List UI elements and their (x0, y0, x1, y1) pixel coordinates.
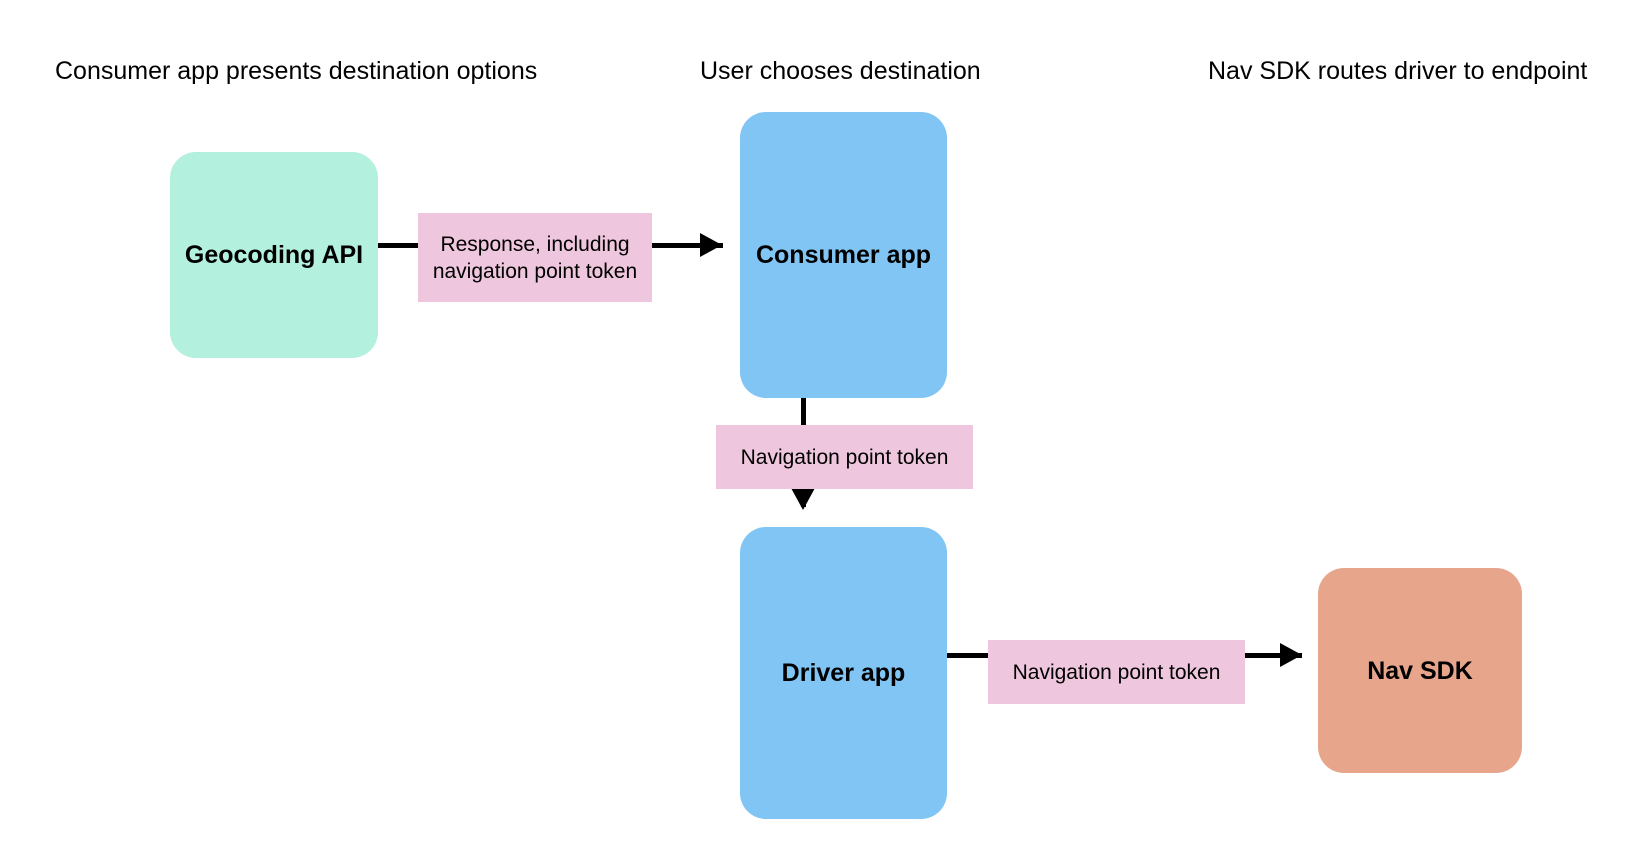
node-geocoding-api[interactable]: Geocoding API (170, 152, 378, 358)
node-driver-app[interactable]: Driver app (740, 527, 947, 819)
edge-label-driver-to-navsdk: Navigation point token (988, 640, 1245, 704)
arrowhead-down-icon-consumer-to-driver (791, 488, 815, 510)
column-header-consumer-options: Consumer app presents destination option… (55, 57, 538, 85)
node-label-consumer-app: Consumer app (755, 241, 932, 269)
edge-label-consumer-to-driver: Navigation point token (716, 425, 973, 489)
node-consumer-app[interactable]: Consumer app (740, 112, 947, 398)
arrowhead-right-icon-driver-to-navsdk (1280, 643, 1302, 667)
column-header-user-chooses: User chooses destination (700, 57, 981, 85)
column-header-nav-routes: Nav SDK routes driver to endpoint (1208, 57, 1588, 85)
edge-label-geocoding-to-consumer: Response, including navigation point tok… (418, 213, 652, 302)
edge-label-text-navpoint-consumer-driver: Navigation point token (740, 445, 949, 469)
node-label-geocoding-api: Geocoding API (184, 241, 364, 269)
arrowhead-right-icon-geocoding-to-consumer (700, 233, 722, 257)
edge-label-text-navpoint-driver-navsdk: Navigation point token (1012, 660, 1221, 684)
node-label-driver-app: Driver app (781, 659, 906, 687)
edge-label-text-response-token: Response, including navigation point tok… (432, 232, 638, 283)
node-label-nav-sdk: Nav SDK (1367, 656, 1473, 685)
node-nav-sdk[interactable]: Nav SDK (1318, 568, 1522, 773)
